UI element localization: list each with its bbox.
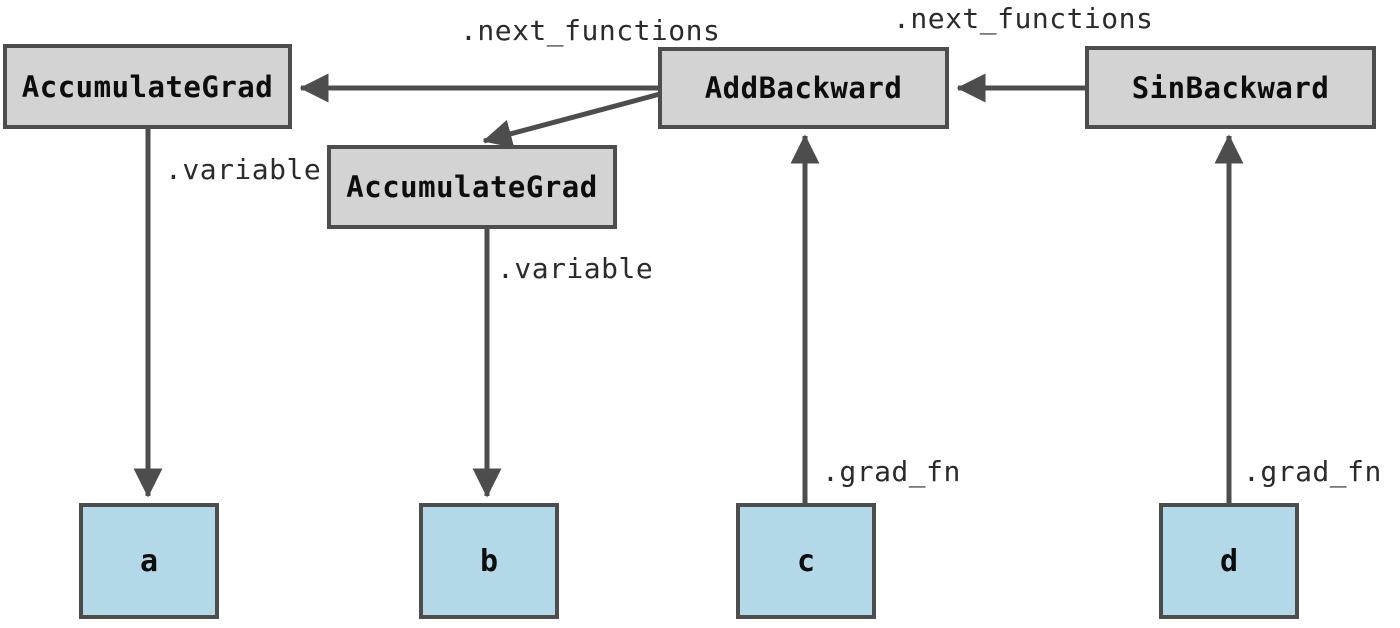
edge-label-variable-1: .variable <box>165 153 322 186</box>
edge-label-variable-2: .variable <box>497 252 654 285</box>
edge-addbackward-to-accumulategrad2 <box>482 91 661 148</box>
node-tensor-c: c <box>736 503 876 619</box>
node-tensor-d: d <box>1159 503 1299 619</box>
node-add-backward: AddBackward <box>658 47 949 129</box>
node-accumulate-grad-2: AccumulateGrad <box>327 145 617 229</box>
node-sin-backward: SinBackward <box>1085 46 1376 129</box>
edge-label-next-functions-2: .next_functions <box>893 2 1154 35</box>
node-tensor-a: a <box>79 503 219 619</box>
node-accumulate-grad-1: AccumulateGrad <box>3 44 292 129</box>
node-tensor-b: b <box>419 503 559 619</box>
edge-label-grad-fn-1: .grad_fn <box>822 455 961 488</box>
edge-label-grad-fn-2: .grad_fn <box>1243 455 1382 488</box>
edge-label-next-functions-1: .next_functions <box>460 14 721 47</box>
